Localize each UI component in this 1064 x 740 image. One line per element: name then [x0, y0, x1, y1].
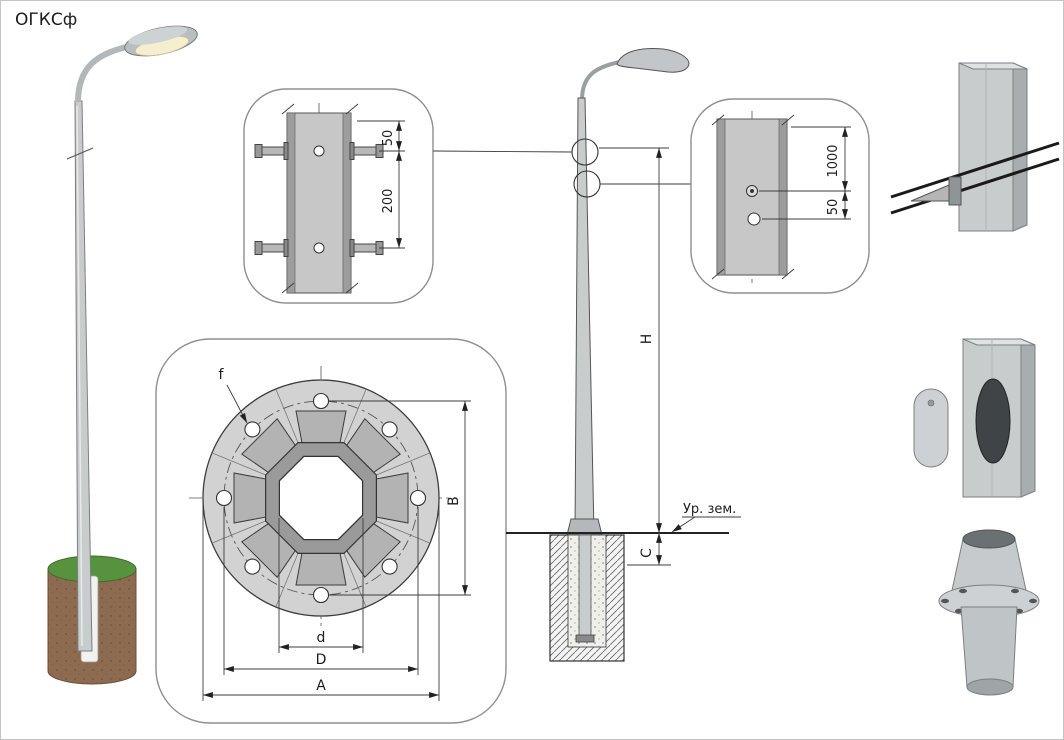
dim-label-C: C: [639, 548, 655, 558]
base-opening: [962, 529, 1016, 549]
render-handhole: [913, 338, 1036, 498]
dim-1000: 1000: [759, 126, 851, 192]
pole-wall-section: [286, 112, 352, 294]
dim-f: f: [219, 367, 248, 424]
lamp-arm-3d: [75, 43, 132, 103]
dim-d: d: [278, 518, 364, 653]
dim-label-H: H: [639, 334, 655, 345]
dim-50b: 50: [762, 191, 851, 220]
dim-label-200: 200: [381, 189, 396, 214]
handhole-cover: [913, 388, 949, 468]
clamp-bracket: [948, 176, 962, 206]
octagon-hole: [278, 455, 364, 541]
ground-level-label: Ур. зем.: [671, 502, 741, 533]
elevation-view: Ур. зем. H C: [432, 48, 741, 662]
handhole-opening: [975, 378, 1011, 464]
cable-hole: [747, 212, 761, 226]
lamp-head-3d: [124, 25, 198, 57]
dim-label-f: f: [219, 367, 225, 383]
dim-label-A: A: [316, 678, 326, 694]
render-cable-clamp: [890, 62, 1060, 232]
detail-bolt-connection: 50 200: [243, 88, 434, 304]
page-title: ОГКСф: [15, 10, 77, 30]
dim-H: H: [599, 147, 669, 533]
pole-embedded: [578, 534, 592, 638]
lamp-head-elevation: [616, 48, 690, 73]
lamp-arm-elevation: [580, 60, 621, 101]
cable-grip-cone: [910, 184, 950, 202]
dim-B: B: [329, 400, 471, 596]
dim-label-B: B: [446, 496, 462, 506]
dim-C: C: [627, 533, 671, 566]
dim-label-d: d: [317, 630, 326, 646]
dim-200: 200: [379, 151, 405, 249]
cable-line-1: [890, 157, 1060, 215]
dim-label-50: 50: [381, 130, 396, 147]
detail-flange-plan: f B d D A: [155, 338, 507, 724]
leader-to-bolt-detail: [432, 150, 573, 153]
dim-50: 50: [357, 120, 405, 152]
flange-seams: [212, 389, 430, 607]
render-pole-overview: [47, 25, 198, 685]
cable-line-2: [890, 141, 1060, 199]
foundation-3d: [47, 555, 137, 685]
dim-label-D: D: [316, 652, 327, 668]
dim-label-1000: 1000: [826, 144, 841, 177]
render-flange-base: [938, 529, 1040, 696]
ground-text: Ур. зем.: [683, 502, 736, 517]
pole-break-mark: [66, 147, 94, 160]
flange-bolt-holes: [215, 392, 427, 604]
dim-D: D: [223, 507, 419, 675]
dim-label-50b: 50: [826, 199, 841, 216]
detail-cable-holes: 1000 50: [690, 98, 870, 294]
dim-A: A: [202, 501, 440, 701]
